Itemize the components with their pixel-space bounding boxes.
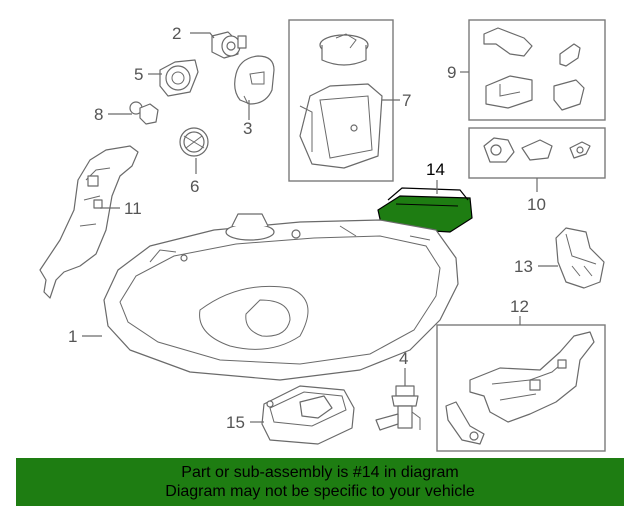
part-5-cap[interactable] bbox=[159, 59, 199, 97]
banner-line-2: Diagram may not be specific to your vehi… bbox=[165, 483, 475, 500]
callout-2: 2 bbox=[172, 24, 181, 43]
part-10-connectors[interactable] bbox=[483, 137, 591, 163]
part-2-socket[interactable] bbox=[211, 31, 247, 59]
callout-10: 10 bbox=[527, 195, 546, 214]
banner-line-1: Part or sub-assembly is #14 in diagram bbox=[181, 464, 459, 481]
parts-diagram: 2 5 3 8 6 11 7 9 10 14 13 12 1 4 15 bbox=[39, 19, 606, 452]
part-7-module[interactable] bbox=[299, 33, 383, 169]
part-6-round-cap[interactable] bbox=[179, 127, 209, 157]
part-11-bracket[interactable] bbox=[39, 145, 139, 299]
info-banner: Part or sub-assembly is #14 in diagram D… bbox=[16, 458, 624, 506]
callout-11: 11 bbox=[124, 199, 142, 218]
callout-7: 7 bbox=[402, 91, 411, 110]
part-4-bulb[interactable] bbox=[375, 385, 421, 431]
part-15-ballast[interactable] bbox=[261, 385, 355, 445]
callout-3: 3 bbox=[243, 119, 252, 138]
callout-4: 4 bbox=[399, 349, 408, 368]
part-1-headlamp[interactable] bbox=[103, 213, 459, 381]
part-3-cover[interactable] bbox=[234, 55, 275, 105]
part-12-bracket[interactable] bbox=[445, 331, 595, 445]
part-8-bulb[interactable] bbox=[129, 101, 159, 125]
callout-5: 5 bbox=[134, 65, 143, 84]
callout-1: 1 bbox=[68, 327, 77, 346]
part-13-connector[interactable] bbox=[555, 227, 605, 289]
callout-9: 9 bbox=[447, 63, 456, 82]
callout-13: 13 bbox=[514, 257, 533, 276]
callout-6: 6 bbox=[190, 177, 199, 196]
callout-8: 8 bbox=[94, 105, 103, 124]
leader-2 bbox=[190, 32, 215, 39]
part-9-brackets[interactable] bbox=[483, 27, 585, 111]
callout-12: 12 bbox=[510, 297, 529, 316]
part-14-highlighted-module[interactable] bbox=[377, 187, 473, 233]
callout-15: 15 bbox=[226, 413, 245, 432]
callout-14: 14 bbox=[426, 160, 445, 179]
